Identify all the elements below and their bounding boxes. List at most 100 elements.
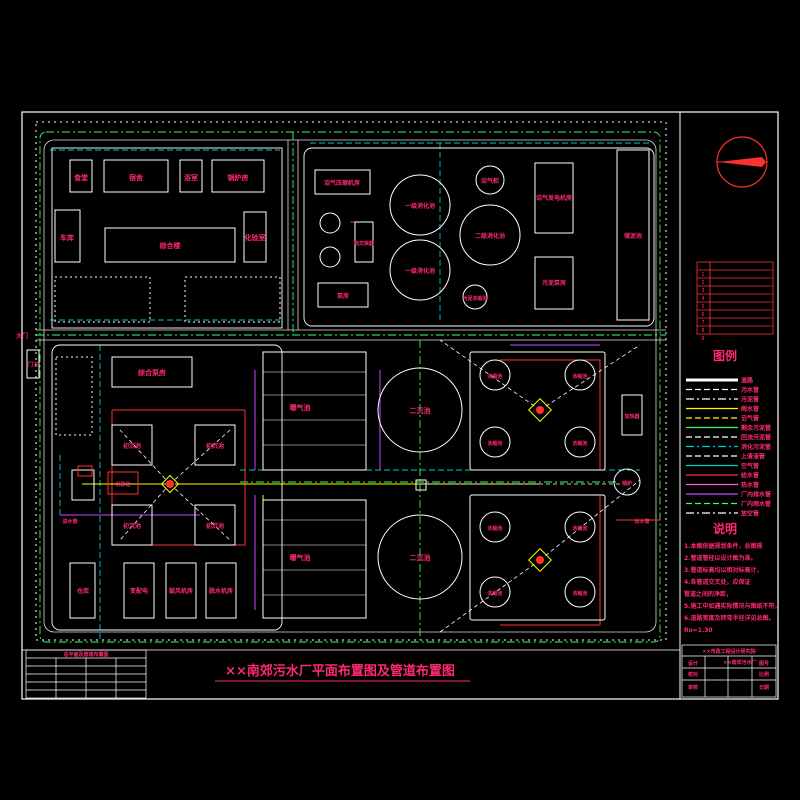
primary-clarifier-2 (194, 424, 236, 466)
legend-label-14: 放空管 (740, 510, 759, 518)
label-thick5: 浓缩池 (487, 525, 502, 532)
sludge-pump-house (317, 282, 369, 308)
label-prim1: 初沉池 (123, 442, 141, 450)
gas-compressor-room (314, 169, 371, 195)
canteen-building (69, 159, 93, 193)
garage-building (54, 209, 81, 263)
bath-building (179, 159, 203, 193)
heater-building (621, 394, 643, 436)
complex-pump-room (111, 356, 193, 388)
distribution-box-2 (527, 547, 553, 573)
label-prim2: 初沉池 (206, 442, 224, 450)
legend-label-0: 道路 (741, 377, 754, 385)
thickener-5 (479, 511, 511, 543)
north-arrow-icon (716, 136, 768, 188)
digester-1 (389, 174, 451, 236)
green-belt-3 (55, 356, 93, 436)
lab-building (243, 211, 267, 263)
boiler-tank (613, 468, 641, 496)
label-thick4: 浓缩池 (572, 440, 587, 447)
notes-heading: 说明 (713, 521, 737, 536)
sewage-pipe-network (82, 360, 540, 612)
label-heater: 加热器 (623, 413, 640, 420)
pump-station (71, 469, 95, 501)
gas-holder-1 (475, 165, 505, 195)
aeration-area (262, 351, 367, 619)
legend-label-10: 给水管 (741, 472, 759, 480)
note-line-0: 1.本图依据规划条件，总图规 (684, 542, 762, 550)
legend-table-row-2: 3 (701, 288, 704, 294)
storage-building (69, 562, 96, 619)
building-list-table (696, 261, 774, 335)
svg-text:××南郊污水厂: ××南郊污水厂 (723, 659, 756, 666)
legend-label-5: 剩余污泥管 (741, 424, 771, 432)
label-digester2: 一级消化池 (405, 267, 435, 275)
primary-clarifier-3 (111, 504, 153, 546)
note-line-1: 2.管道管径以设计图为准。 (684, 554, 756, 562)
label-sludge-pump-house: 泵房 (337, 292, 349, 300)
legend-label-3: 雨水管 (741, 405, 759, 413)
label-sec-clar2: 二沉池 (410, 553, 431, 562)
labels: 食堂 宿舍 浴室 锅炉房 车库 综合楼 化验室 沼气压缩机房 一级消化池 一级消… (16, 173, 650, 597)
svg-text:设计: 设计 (688, 660, 698, 667)
legend-label-13: 厂内雨水管 (741, 500, 771, 508)
thickener-7 (479, 576, 511, 608)
legend-table-row-4: 5 (701, 304, 704, 310)
sludge-pump-room (534, 256, 574, 310)
label-thick6: 浓缩池 (572, 525, 587, 532)
grit-chamber (107, 471, 139, 495)
digester-3 (459, 204, 521, 266)
label-gate: 大门 (16, 332, 28, 340)
label-digester1: 一级消化池 (405, 202, 435, 210)
svg-text:××市政工程设计研究院: ××市政工程设计研究院 (702, 648, 755, 655)
thickener-2 (564, 359, 596, 391)
note-line-4: 管道之间的净距， (684, 590, 732, 598)
label-aeration-b: 曝气池 (290, 553, 311, 562)
boiler-building (211, 159, 265, 193)
svg-text:比例: 比例 (759, 671, 769, 678)
label-thick3: 浓缩池 (487, 440, 502, 447)
note-line-7: Ro=1.30 (684, 627, 713, 634)
legend-table-row-6: 7 (701, 320, 704, 326)
small-tank-2 (319, 246, 341, 268)
aeration-tank-a (262, 351, 367, 471)
label-substation: 变配电 (130, 587, 148, 595)
legend-label-11: 热水管 (741, 481, 759, 489)
digestion-area (303, 147, 655, 327)
aeration-tank-b (262, 499, 367, 619)
distribution-well (415, 479, 427, 491)
svg-text:图号: 图号 (759, 660, 769, 667)
label-prim4: 初沉池 (206, 522, 224, 530)
digester-2 (389, 239, 451, 301)
legend-label-2: 污泥管 (741, 396, 759, 404)
dewater-room (205, 562, 237, 619)
note-line-3: 4.各管道交叉处，应保证 (684, 578, 750, 586)
sec-clarifier-1 (377, 367, 463, 453)
heat-exchanger (354, 221, 374, 263)
thickener-1 (479, 359, 511, 391)
label-sludge-thick: 污泥浓缩池 (462, 295, 487, 302)
svg-text:校对: 校对 (688, 671, 698, 678)
legend-label-8: 上清液管 (741, 453, 765, 461)
small-tank-3 (462, 284, 488, 310)
legend-table-row-7: 8 (701, 328, 704, 334)
drain-pipe-network (60, 344, 600, 610)
guard-room (26, 349, 40, 379)
label-boiler: 锅炉房 (227, 173, 249, 182)
thickener-8 (564, 576, 596, 608)
label-thick8: 浓缩池 (572, 590, 587, 597)
label-sludge-pump: 污泥泵房 (542, 279, 566, 287)
label-bath: 浴室 (184, 173, 198, 182)
sec-clarifier-2 (377, 514, 463, 600)
legend-table-row-1: 2 (701, 280, 704, 286)
office-building (104, 227, 236, 263)
label-outlet: 出水管 (634, 518, 649, 525)
pretreatment-area (26, 344, 283, 631)
label-dorm: 宿舍 (129, 173, 144, 182)
primary-clarifier-4 (194, 504, 236, 546)
secondary-clarifiers (377, 367, 463, 600)
label-thick2: 浓缩池 (572, 373, 587, 380)
screen-room (77, 465, 93, 477)
substation-building (123, 562, 155, 619)
